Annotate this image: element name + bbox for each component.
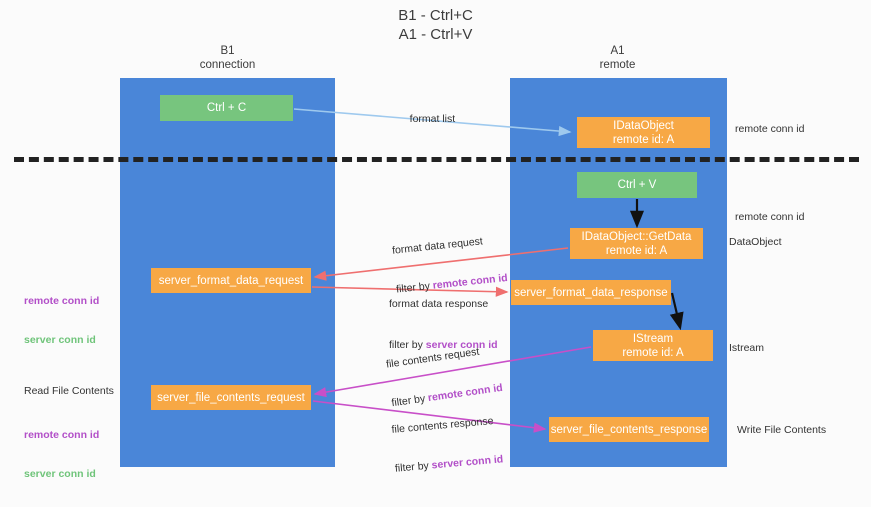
edge-label-format-data-request-text: format data request: [391, 235, 484, 257]
box-server-format-data-request-label: server_format_data_request: [158, 274, 304, 287]
box-server-format-data-response-label: server_format_data_response: [514, 286, 668, 299]
column-header-a1-name: A1: [610, 45, 625, 57]
box-ctrl-v[interactable]: Ctrl + V: [577, 172, 697, 198]
connector-file-contents-request: [313, 346, 592, 398]
connector-layer: [293, 108, 684, 433]
edge-label-file-contents-response-text: file contents response: [391, 415, 494, 436]
box-server-format-data-response[interactable]: server_format_data_response: [511, 280, 671, 305]
connector-format-list: [293, 108, 572, 137]
column-header-b1: B1 connection: [150, 44, 305, 72]
annotation-conn-ids-mid-server: server conn id: [24, 334, 96, 346]
column-header-a1: A1 remote: [540, 44, 695, 72]
title-line-1: B1 - Ctrl+C: [398, 7, 473, 24]
box-ctrl-c-label: Ctrl + C: [206, 102, 247, 114]
phase-divider: [14, 157, 859, 162]
box-istream-remote-id: remote id: A: [622, 346, 684, 359]
title-line-2: A1 - Ctrl+V: [398, 26, 473, 43]
box-idataobject-title: IDataObject: [613, 119, 674, 132]
annotation-conn-ids-mid-remote: remote conn id: [24, 295, 100, 307]
diagram-title: B1 - Ctrl+C A1 - Ctrl+V: [0, 6, 871, 44]
box-istream[interactable]: IStream remote id: A: [593, 330, 713, 361]
edge-label-file-contents-response-filter: filter by server conn id: [394, 453, 503, 474]
annotation-dataobject: DataObject: [729, 236, 782, 248]
column-header-b1-role: connection: [199, 59, 256, 71]
connector-response-to-istream: [669, 292, 684, 331]
edge-label-format-list: format list: [398, 101, 456, 137]
box-istream-title: IStream: [632, 332, 674, 345]
annotation-conn-ids-bottom-server: server conn id: [24, 468, 96, 480]
filter-key-server-conn-id: server conn id: [431, 453, 504, 472]
box-server-format-data-request[interactable]: server_format_data_request: [151, 268, 311, 293]
connector-file-contents-response: [312, 400, 547, 433]
annotation-istream: Istream: [729, 342, 765, 354]
box-getdata-title: IDataObject::GetData: [581, 230, 692, 243]
box-ctrl-v-label: Ctrl + V: [617, 179, 657, 191]
annotation-conn-ids-mid: remote conn id server conn id: [24, 269, 99, 373]
diagram-canvas: B1 - Ctrl+C A1 - Ctrl+V B1 connection A1…: [0, 6, 871, 480]
annotation-conn-ids-bottom-remote: remote conn id: [24, 429, 100, 441]
annotation-conn-ids-bottom: remote conn id server conn id: [24, 403, 99, 507]
filter-prefix: filter by: [394, 459, 433, 475]
edge-label-format-data-response-filter: filter by server conn id: [389, 339, 498, 351]
edge-label-format-list-text: format list: [409, 113, 456, 125]
edge-label-file-contents-request-text: file contents request: [385, 345, 481, 371]
column-header-a1-role: remote: [599, 59, 636, 71]
box-server-file-contents-request-label: server_file_contents_request: [157, 391, 305, 404]
box-idataobject[interactable]: IDataObject remote id: A: [577, 117, 710, 148]
column-header-b1-name: B1: [220, 45, 235, 57]
box-idataobject-remote-id: remote id: A: [612, 133, 675, 146]
annotation-write-file-contents: Write File Contents: [737, 424, 827, 436]
box-idataobject-getdata[interactable]: IDataObject::GetData remote id: A: [570, 228, 703, 259]
box-ctrl-c[interactable]: Ctrl + C: [160, 95, 293, 121]
annotation-read-file-contents: Read File Contents: [24, 385, 114, 397]
box-getdata-remote-id: remote id: A: [605, 244, 668, 257]
box-server-file-contents-response-label: server_file_contents_response: [550, 423, 708, 436]
edge-label-file-contents-response: file contents response filter by server …: [389, 391, 506, 499]
connector-format-data-response: [311, 286, 509, 297]
annotation-remote-conn-id-top: remote conn id: [735, 123, 805, 135]
edge-label-format-data-response: format data response filter by server co…: [389, 274, 498, 375]
filter-key-server-conn-id: server conn id: [425, 339, 498, 351]
box-server-file-contents-response[interactable]: server_file_contents_response: [549, 417, 709, 442]
filter-prefix: filter by: [389, 339, 426, 351]
box-server-file-contents-request[interactable]: server_file_contents_request: [151, 385, 311, 410]
annotation-remote-conn-id-mid: remote conn id: [735, 211, 805, 223]
connector-format-data-request: [313, 247, 569, 281]
edge-label-format-data-response-text: format data response: [389, 298, 489, 310]
